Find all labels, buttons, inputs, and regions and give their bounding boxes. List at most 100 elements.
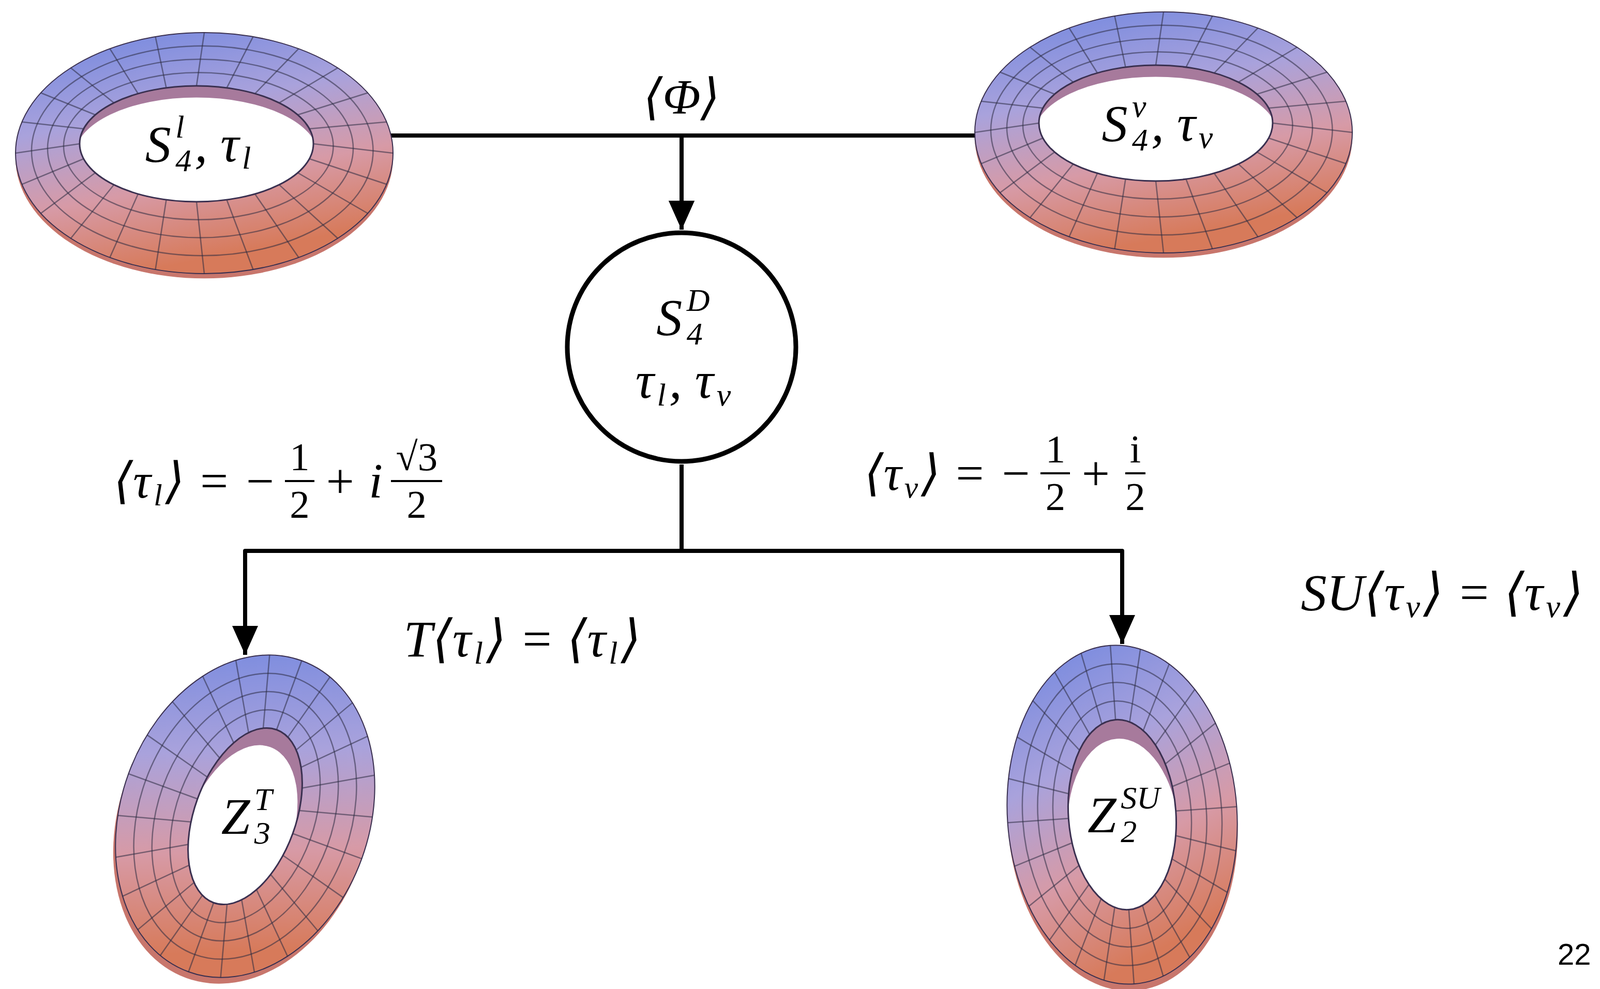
edge-label: ⟨Φ⟩ bbox=[638, 67, 726, 126]
equation-part: ⟩ = − bbox=[165, 452, 277, 510]
math-label: SD4τl, τν bbox=[632, 283, 731, 411]
fraction: √32 bbox=[390, 435, 443, 527]
script-stack: D4 bbox=[686, 283, 711, 351]
equation-part: 2 bbox=[401, 481, 432, 527]
math-symbol: l bbox=[175, 110, 192, 144]
script-stack: ν4 bbox=[1131, 89, 1149, 157]
math-symbol: ν bbox=[1198, 118, 1214, 156]
equation: T⟨τl⟩ = ⟨τl⟩ bbox=[400, 609, 644, 669]
equation-part: ν bbox=[904, 469, 918, 505]
math-symbol: , τ bbox=[194, 114, 239, 174]
equation-part: + i bbox=[322, 452, 383, 510]
math-symbol: l bbox=[242, 139, 251, 177]
math-symbol: S bbox=[1102, 93, 1128, 154]
page-number: 22 bbox=[1557, 937, 1592, 972]
equation-part: 2 bbox=[1040, 474, 1070, 519]
equation-part: ⟩ bbox=[621, 609, 642, 669]
equation-part: l bbox=[153, 477, 163, 513]
equation-part: ν bbox=[1406, 587, 1421, 625]
math-symbol: τ bbox=[635, 351, 655, 411]
math-line: Sν4, τν bbox=[1098, 89, 1214, 157]
torus-node: Sl4, τl bbox=[15, 32, 394, 274]
equation: SU⟨τν⟩ = ⟨τν⟩ bbox=[1297, 562, 1587, 623]
math-symbol: Z bbox=[1087, 785, 1117, 845]
circle-outline bbox=[564, 229, 799, 465]
math-symbol: T bbox=[254, 782, 273, 817]
torus-grid bbox=[71, 617, 419, 989]
equation-part: 2 bbox=[1120, 474, 1151, 519]
equation-part: ⟩ bbox=[1563, 562, 1584, 623]
equation-part: √3 bbox=[390, 435, 443, 482]
equation: ⟨τl⟩ = −12+ i√32 bbox=[110, 435, 448, 527]
fraction: 12 bbox=[1040, 427, 1070, 519]
connector bbox=[390, 135, 682, 230]
script-stack: T3 bbox=[254, 782, 273, 850]
math-symbol: Z bbox=[221, 786, 251, 847]
torus-node: Sν4, τν bbox=[974, 11, 1353, 253]
torus-body bbox=[71, 617, 419, 989]
math-symbol: , τ bbox=[1151, 93, 1196, 154]
torus-grid bbox=[15, 32, 394, 274]
equation-part: SU⟨τ bbox=[1301, 562, 1403, 623]
math-line: 22 bbox=[1556, 937, 1593, 972]
math-line: ZSU2 bbox=[1084, 780, 1160, 849]
math-symbol: 4 bbox=[686, 317, 711, 352]
math-symbol: SU bbox=[1120, 780, 1160, 815]
equation-part: ⟩ = ⟨τ bbox=[1423, 562, 1543, 623]
math-symbol: 3 bbox=[254, 816, 273, 850]
torus-body bbox=[15, 32, 394, 274]
equation-part: ⟩ = − bbox=[921, 444, 1033, 502]
equation: ⟨τν⟩ = −12+i2 bbox=[861, 427, 1156, 519]
equation-part: ⟨τ bbox=[113, 452, 152, 510]
math-line: SD4 bbox=[653, 283, 710, 351]
connector bbox=[681, 135, 977, 230]
math-line: ZT3 bbox=[218, 782, 273, 850]
math-symbol: 2 bbox=[1120, 814, 1160, 849]
equation-part: 2 bbox=[284, 481, 315, 527]
torus-hole bbox=[1059, 715, 1186, 933]
math-line: SU⟨τν⟩ = ⟨τν⟩ bbox=[1297, 562, 1587, 623]
math-line: τl, τν bbox=[632, 351, 731, 411]
equation-part: 1 bbox=[1040, 427, 1070, 475]
equation-part: + bbox=[1078, 444, 1113, 502]
equation-part: T⟨τ bbox=[403, 609, 471, 669]
math-symbol: S bbox=[145, 114, 172, 174]
math-line: Sl4, τl bbox=[142, 110, 252, 178]
group-circle: SD4τl, τν bbox=[564, 229, 799, 465]
math-symbol: l bbox=[657, 376, 667, 414]
torus-grid bbox=[995, 637, 1249, 989]
torus-hole bbox=[74, 85, 319, 214]
page-number: 22 bbox=[1556, 937, 1593, 972]
math-symbol: ν bbox=[716, 376, 732, 414]
script-stack: l4 bbox=[175, 110, 192, 178]
math-line: ⟨τl⟩ = −12+ i√32 bbox=[110, 435, 448, 527]
connector bbox=[681, 464, 1123, 644]
equation-part: l bbox=[474, 634, 483, 672]
math-label: ZSU2 bbox=[1084, 780, 1160, 849]
math-symbol: 4 bbox=[1131, 123, 1149, 157]
math-symbol: D bbox=[686, 283, 711, 318]
torus-hole bbox=[157, 711, 326, 939]
math-symbol: ν bbox=[1131, 89, 1149, 124]
math-symbol: , τ bbox=[669, 351, 714, 411]
torus-body bbox=[974, 11, 1353, 253]
math-symbol: S bbox=[656, 287, 683, 347]
equation-part: l bbox=[608, 634, 618, 672]
equation-part: 1 bbox=[284, 435, 315, 482]
equation-part: ν bbox=[1545, 587, 1561, 625]
math-label: Sν4, τν bbox=[1098, 89, 1214, 157]
torus-node: ZSU2 bbox=[1005, 643, 1239, 986]
fraction: i2 bbox=[1120, 427, 1151, 519]
math-line: T⟨τl⟩ = ⟨τl⟩ bbox=[400, 609, 644, 669]
torus-hole bbox=[1034, 65, 1278, 193]
torus-body bbox=[995, 637, 1249, 989]
equation-part: i bbox=[1125, 427, 1146, 475]
math-line: ⟨τν⟩ = −12+i2 bbox=[861, 427, 1156, 519]
math-label: ZT3 bbox=[218, 782, 273, 850]
circle-outline bbox=[567, 232, 796, 462]
equation-part: ⟩ = ⟨τ bbox=[486, 609, 606, 669]
math-label: Sl4, τl bbox=[142, 110, 252, 178]
fraction: 12 bbox=[284, 435, 315, 527]
torus-grid bbox=[974, 11, 1353, 253]
